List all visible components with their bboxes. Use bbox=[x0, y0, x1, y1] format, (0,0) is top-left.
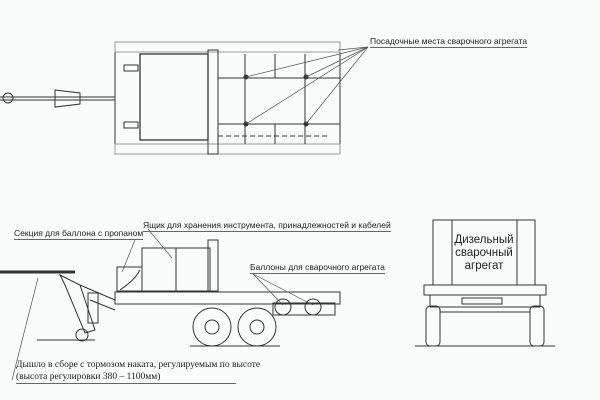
label-storage-box: Ящик для хранения инструмента, принадлеж… bbox=[143, 220, 391, 232]
rear-view bbox=[415, 219, 555, 347]
label-propane-section: Секция для баллона с пропаном bbox=[14, 228, 144, 240]
side-view bbox=[0, 228, 341, 381]
label-drawbar-line1: Дышло в сборе с тормозом наката, регулир… bbox=[16, 360, 261, 370]
top-view bbox=[0, 41, 369, 155]
label-mounting-points: Посадочные места сварочного агрегата bbox=[370, 36, 528, 48]
label-drawbar-line2: (высота регулировки 380 – 1100мм) bbox=[16, 372, 236, 384]
label-welding-cylinders: Баллоны для сварочного агрегата bbox=[250, 262, 385, 274]
label-diesel-unit: Дизельный сварочный агрегат bbox=[454, 234, 514, 272]
